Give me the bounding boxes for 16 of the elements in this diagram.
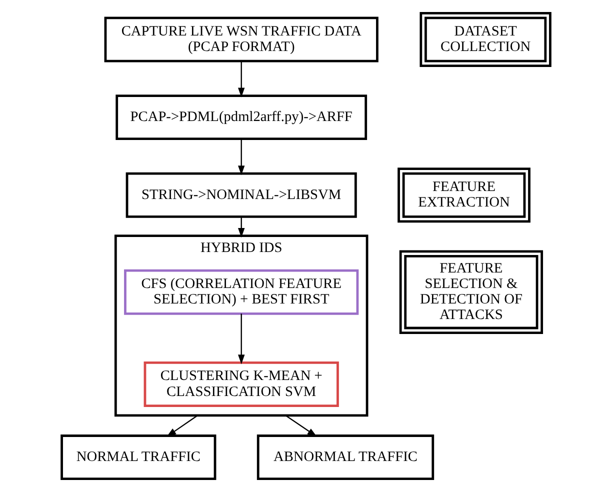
node-box: NORMAL TRAFFIC [60,434,216,480]
node-box: ABNORMAL TRAFFIC [256,434,434,480]
node-box: CLUSTERING K-MEAN + CLASSIFICATION SVM [144,362,339,408]
node-box: CFS (CORRELATION FEATURE SELECTION) + BEST FIRST [124,269,359,315]
node-box: STRING->NOMINAL->LIBSVM [126,172,357,218]
node-box: CAPTURE LIVE WSN TRAFFIC DATA (PCAP FORMAT) [104,16,378,62]
node-box: FEATURE SELECTION & DETECTION OF ATTACKS [399,250,544,334]
node-box: DATASET COLLECTION [420,12,552,68]
node-box: FEATURE EXTRACTION [398,168,530,223]
arrow [238,139,245,176]
arrow [285,414,317,437]
arrow [238,216,245,238]
node-box: PCAP->PDML(pdml2arff.py)->ARFF [116,94,368,140]
arrow [238,314,245,364]
arrow [166,414,198,437]
arrow [238,61,245,98]
